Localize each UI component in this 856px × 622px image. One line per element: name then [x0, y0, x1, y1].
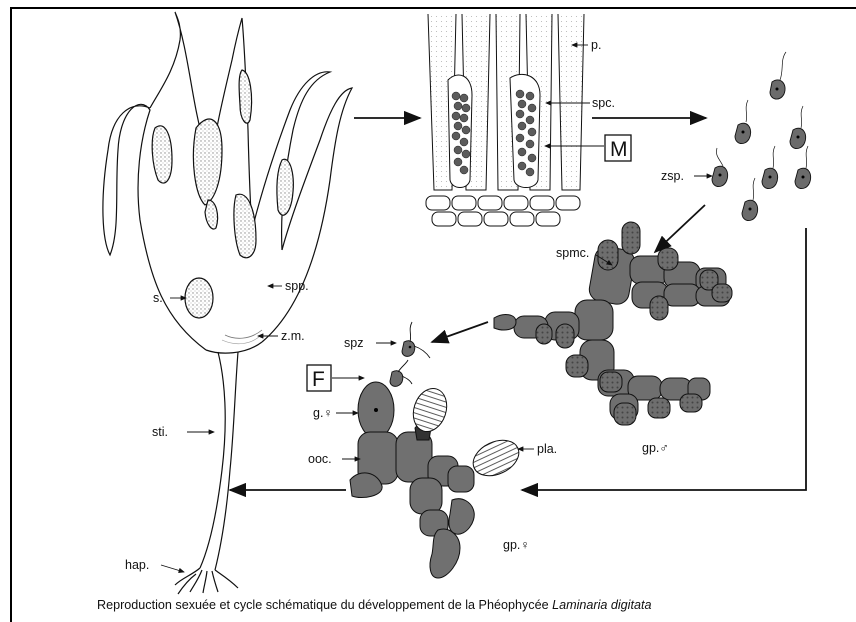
life-cycle-diagram: p. spc. M zsp. spmc. spp. s. z.m. spz F … — [0, 0, 856, 596]
label-spc: spc. — [592, 96, 615, 110]
female-gametophyte — [350, 382, 474, 578]
label-m: M — [610, 138, 628, 161]
male-gametophyte — [494, 222, 732, 425]
label-spp: spp. — [285, 279, 309, 293]
label-s: s. — [153, 291, 163, 305]
label-pla: pla. — [537, 442, 557, 456]
label-zm: z.m. — [281, 329, 305, 343]
zoospores — [712, 52, 811, 221]
sporophyte — [103, 12, 352, 594]
label-spz: spz — [344, 336, 363, 350]
label-ooc: ooc. — [308, 452, 332, 466]
label-zsp: zsp. — [661, 169, 684, 183]
label-hap: hap. — [125, 558, 149, 572]
label-spmc: spmc. — [556, 246, 589, 260]
label-gp-male: gp.♂ — [642, 441, 669, 455]
label-f: F — [312, 368, 325, 391]
caption-text: Reproduction sexuée et cycle schématique… — [97, 598, 552, 612]
caption-species: Laminaria digitata — [552, 598, 651, 612]
label-gp-female: gp.♀ — [503, 538, 530, 552]
label-sti: sti. — [152, 425, 168, 439]
figure-caption: Reproduction sexuée et cycle schématique… — [97, 598, 853, 612]
sorus-section — [426, 14, 584, 226]
label-p: p. — [591, 38, 601, 52]
label-g-female: g.♀ — [313, 406, 333, 420]
